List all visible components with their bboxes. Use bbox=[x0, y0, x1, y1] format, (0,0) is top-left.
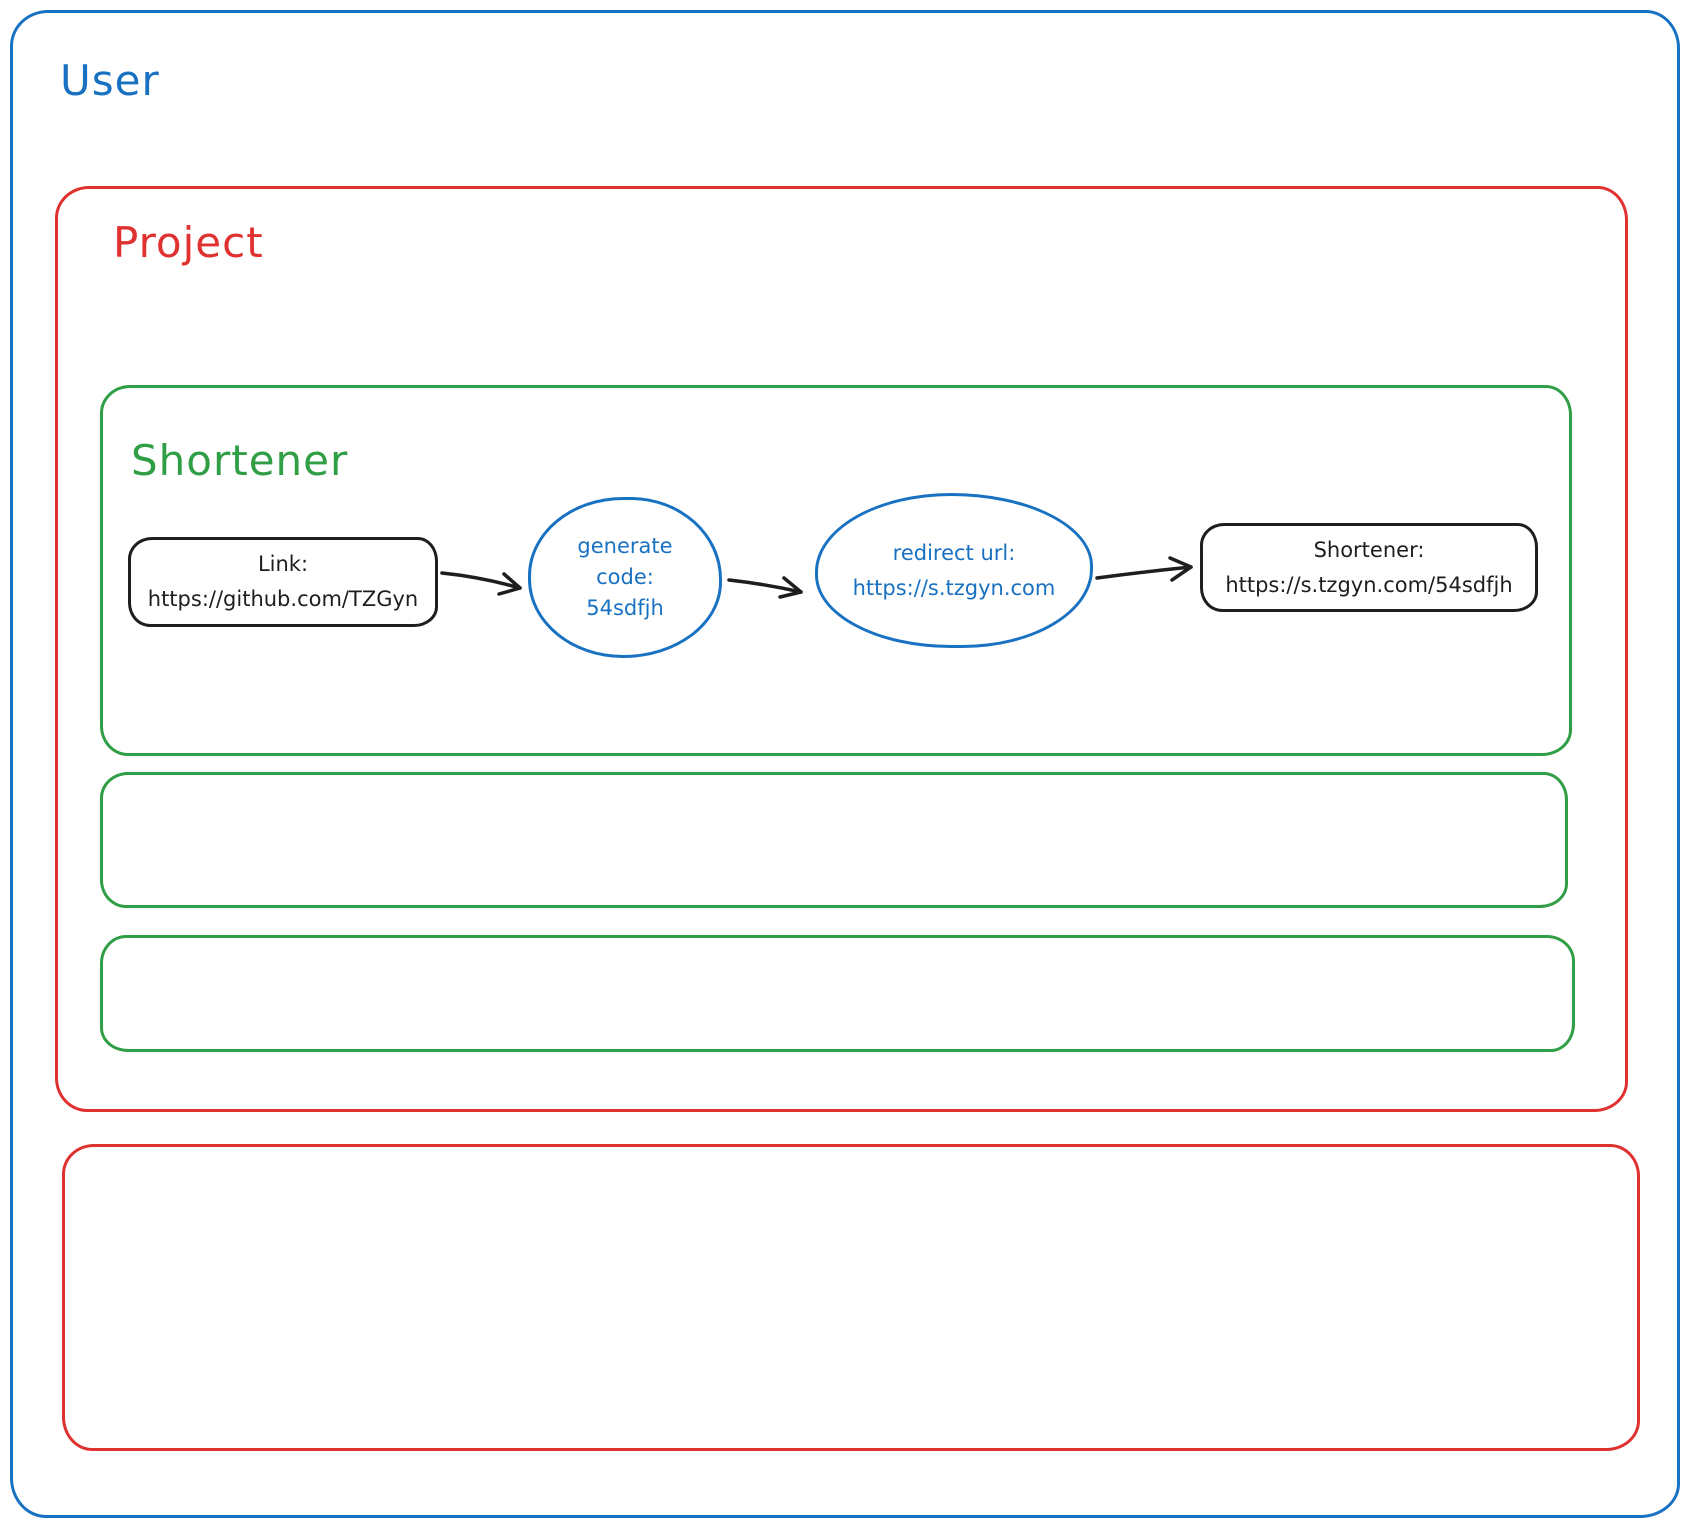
project-container-box bbox=[55, 186, 1628, 1112]
generate-code-circle: generate code: 54sdfjh bbox=[528, 497, 722, 658]
empty-red-box bbox=[62, 1144, 1640, 1451]
generate-code-line1: generate bbox=[577, 534, 673, 558]
generate-code-line2: code: bbox=[596, 565, 654, 589]
link-node-title: Link: bbox=[257, 552, 309, 576]
shortened-result-node: Shortener: https://s.tzgyn.com/54sdfjh bbox=[1200, 523, 1538, 612]
project-label: Project bbox=[113, 218, 264, 267]
link-node-url: https://github.com/TZGyn bbox=[147, 587, 419, 611]
empty-green-box-1 bbox=[100, 772, 1568, 908]
user-label: User bbox=[60, 56, 160, 105]
empty-green-box-2 bbox=[100, 935, 1575, 1052]
shortener-container-box bbox=[100, 385, 1572, 756]
result-node-url: https://s.tzgyn.com/54sdfjh bbox=[1225, 572, 1513, 597]
generate-code-value: 54sdfjh bbox=[586, 596, 664, 620]
result-node-title: Shortener: bbox=[1313, 537, 1425, 562]
redirect-url-value: https://s.tzgyn.com bbox=[852, 575, 1056, 600]
redirect-url-title: redirect url: bbox=[892, 540, 1016, 565]
user-container-box bbox=[10, 10, 1680, 1518]
link-source-node: Link: https://github.com/TZGyn bbox=[128, 537, 438, 627]
redirect-url-ellipse: redirect url: https://s.tzgyn.com bbox=[815, 493, 1093, 648]
shortener-label: Shortener bbox=[131, 436, 349, 485]
